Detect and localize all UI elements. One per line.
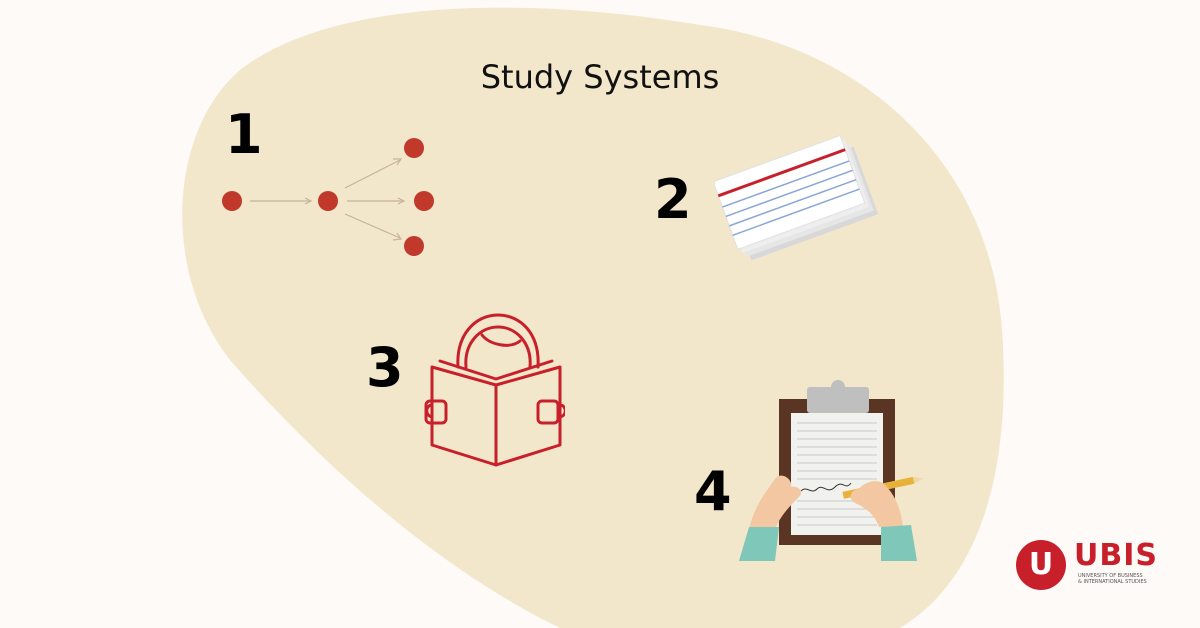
mind-map-icon bbox=[222, 138, 434, 256]
logo-mark: U bbox=[1016, 540, 1066, 590]
step-number-1: 1 bbox=[225, 103, 263, 166]
ubis-logo: U UBIS University of Business & Internat… bbox=[1016, 538, 1166, 598]
step-number-4: 4 bbox=[694, 460, 732, 523]
logo-wordmark: UBIS bbox=[1074, 538, 1158, 573]
page-title: Study Systems bbox=[480, 58, 720, 96]
step-number-3: 3 bbox=[366, 336, 404, 399]
step-number-2: 2 bbox=[654, 168, 692, 231]
logo-tagline-line-1: University of Business bbox=[1078, 573, 1143, 579]
clipboard-signing-icon bbox=[739, 380, 924, 561]
index-cards-icon bbox=[715, 134, 879, 261]
logo-tagline-line-2: & International Studies bbox=[1078, 579, 1147, 585]
logo-tagline: University of Business & International S… bbox=[1078, 573, 1158, 585]
reading-person-icon bbox=[424, 313, 565, 467]
